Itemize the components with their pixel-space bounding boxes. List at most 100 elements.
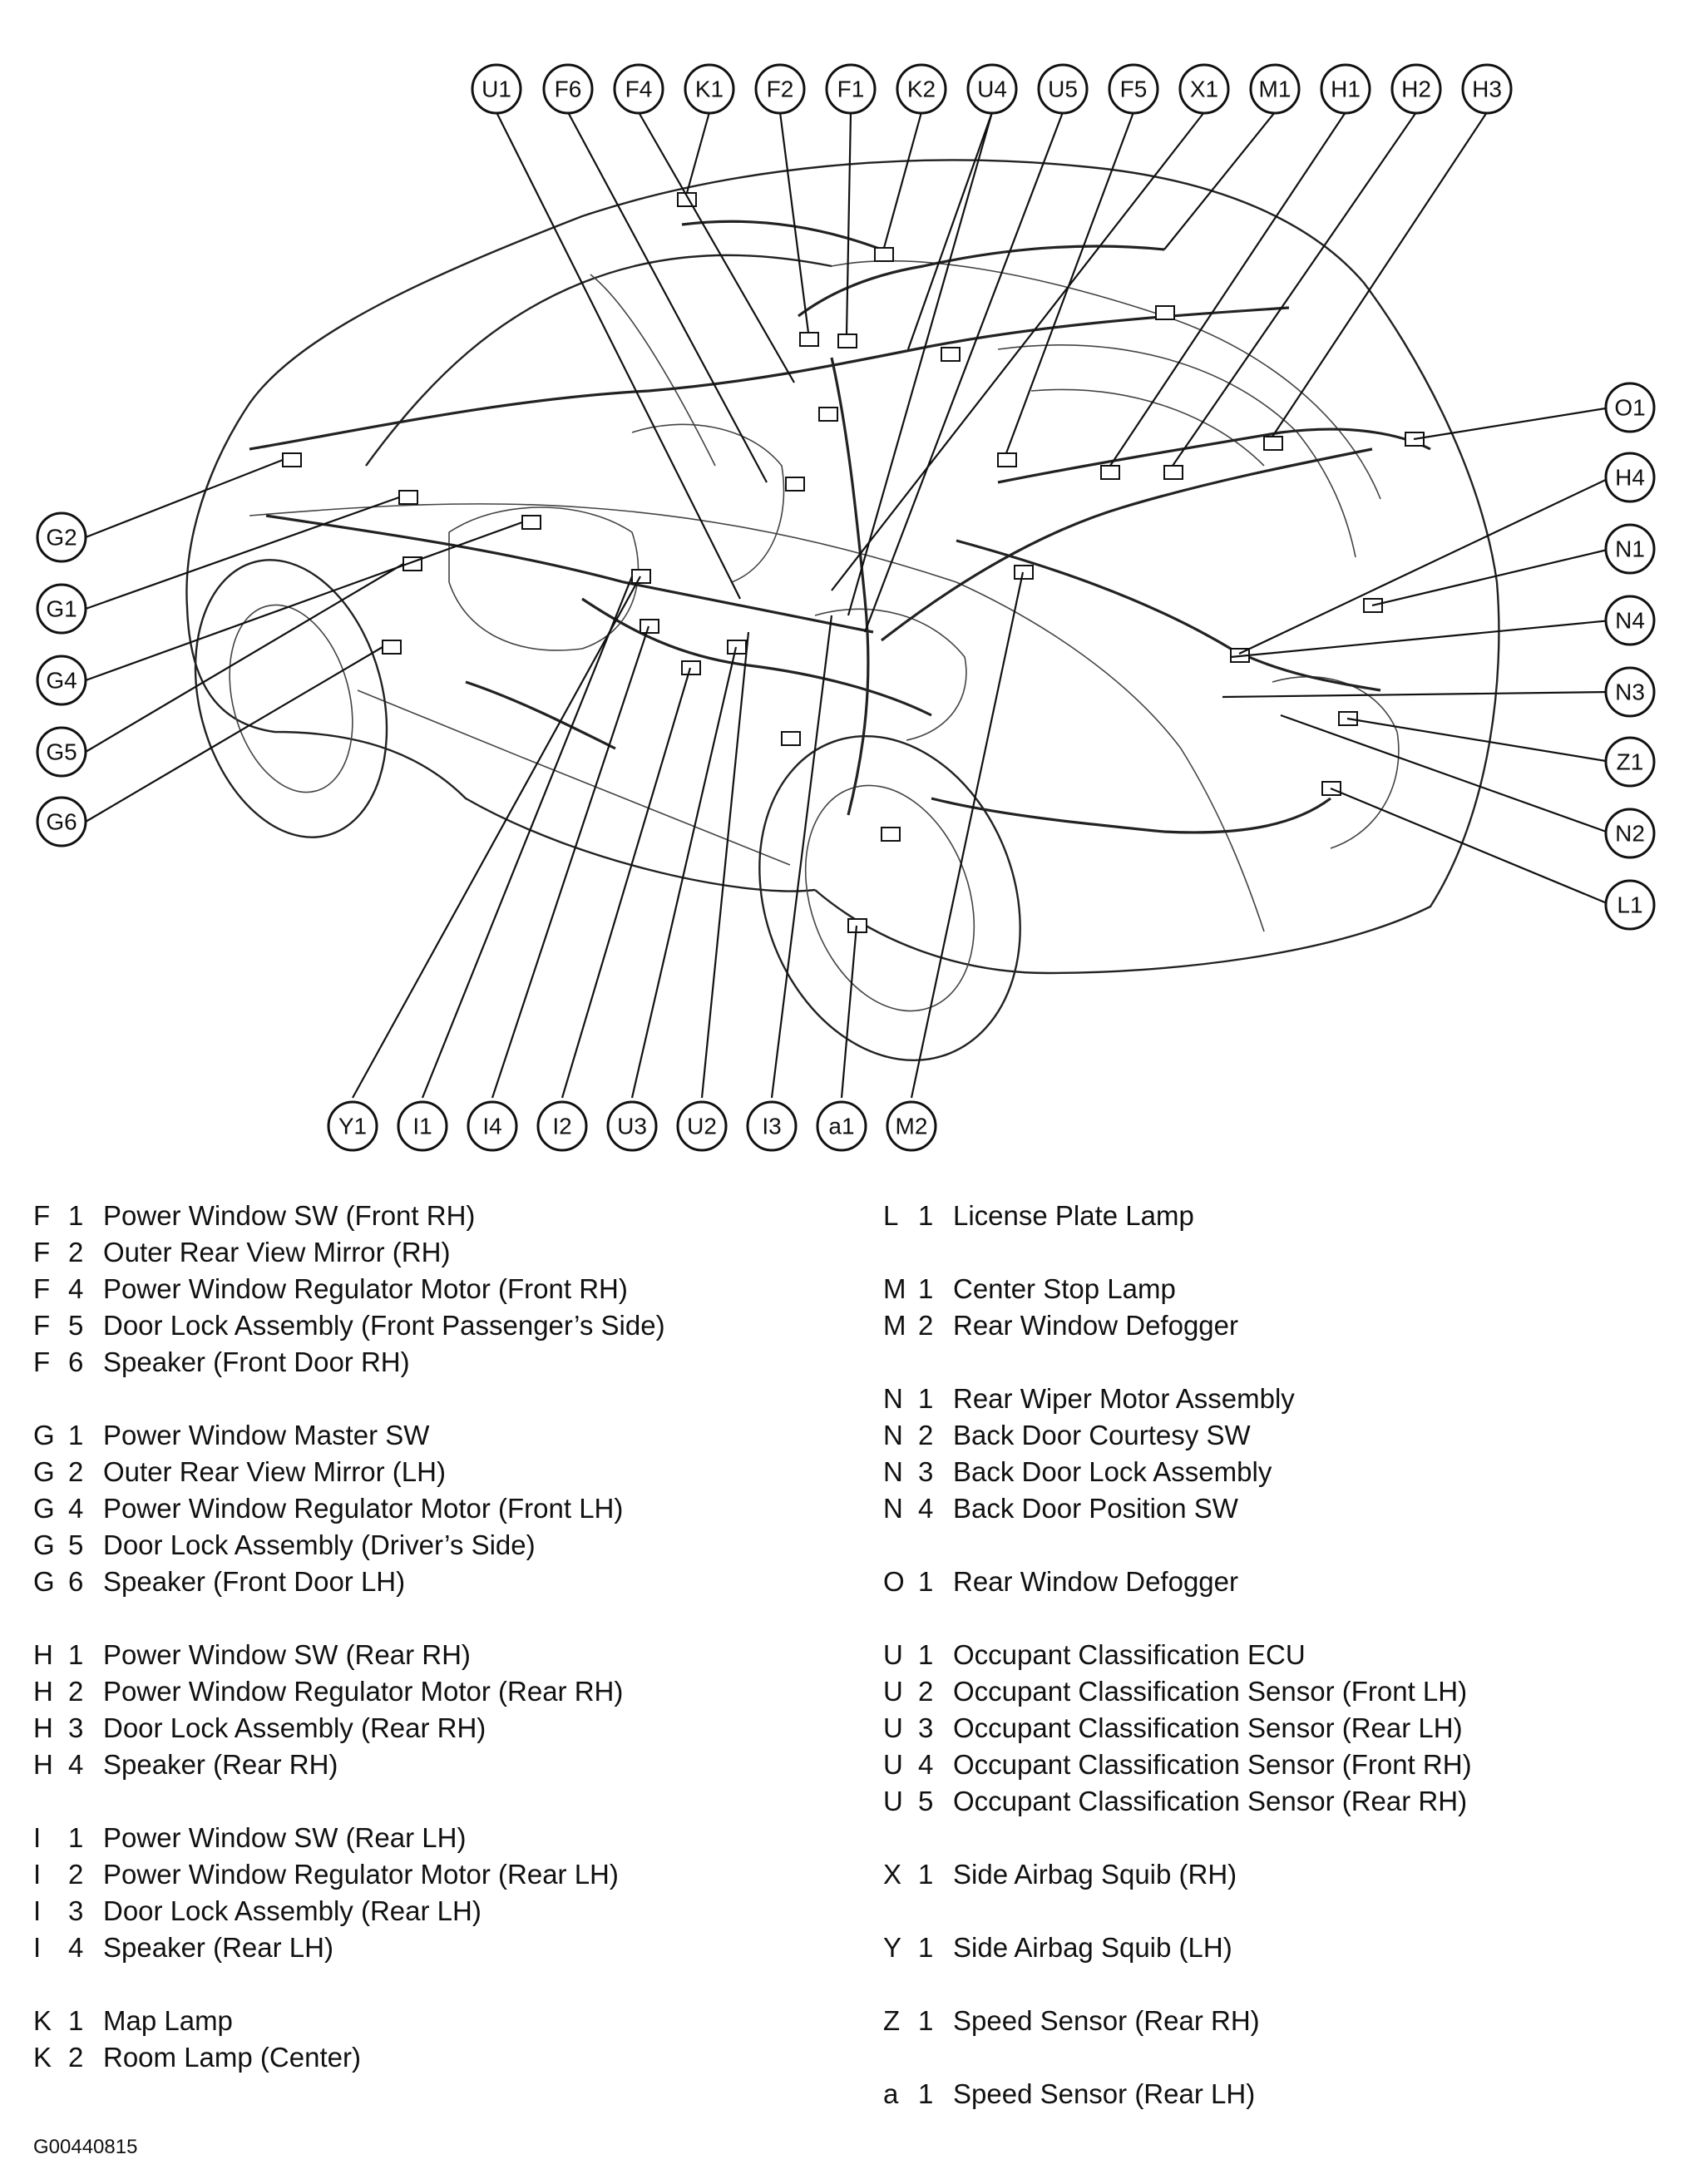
callout-f1: F1 xyxy=(825,63,877,115)
legend-item-description: Power Window Regulator Motor (Front LH) xyxy=(103,1493,624,1524)
callout-u2: U2 xyxy=(676,1100,728,1152)
callout-u1: U1 xyxy=(471,63,522,115)
callout-label: G5 xyxy=(46,739,77,765)
legend-item-letter: F xyxy=(33,1200,51,1231)
vehicle-body-outline xyxy=(185,159,1500,1062)
legend-item-letter: F xyxy=(33,1273,51,1304)
callouts-left: G2 G1 G4 G5 G6 xyxy=(36,511,87,847)
callout-n3: N3 xyxy=(1604,666,1656,718)
legend-item-letter: F xyxy=(33,1346,51,1377)
callout-i3: I3 xyxy=(746,1100,798,1152)
callout-a1: a1 xyxy=(816,1100,867,1152)
callouts-top: U1 F6 F4 K1 F2 F1 K2 U4 U5 F5 X1 M1 H1 H… xyxy=(471,63,1513,115)
legend-group-spacer xyxy=(883,1600,1472,1637)
callout-label: U4 xyxy=(977,77,1007,102)
legend-item-letter: a xyxy=(883,2078,899,2109)
legend-item-number: 4 xyxy=(68,1493,84,1524)
callout-label: U1 xyxy=(482,77,511,102)
legend-item-number: 1 xyxy=(68,1822,84,1853)
callout-f6: F6 xyxy=(542,63,594,115)
callout-label: U3 xyxy=(617,1114,647,1139)
callout-label: U2 xyxy=(687,1114,717,1139)
legend-item-letter: I xyxy=(33,1932,42,1963)
legend-item-description: Map Lamp xyxy=(103,2005,233,2036)
legend-item-letter: G xyxy=(33,1456,55,1487)
legend-item-description: Occupant Classification Sensor (Front LH… xyxy=(953,1676,1468,1707)
legend-group-spacer xyxy=(883,1527,1472,1564)
legend-item-letter: H xyxy=(33,1712,53,1743)
legend-item-letter: Z xyxy=(883,2005,901,2036)
callout-o1: O1 xyxy=(1604,382,1656,433)
callout-label: M1 xyxy=(1259,77,1291,102)
legend-item-letter: Y xyxy=(883,1932,902,1963)
legend-item-number: 4 xyxy=(918,1749,934,1780)
legend-item-number: 1 xyxy=(918,1566,934,1597)
legend-item-description: Rear Window Defogger xyxy=(953,1566,1238,1597)
callout-label: N3 xyxy=(1615,679,1645,705)
callout-label: K2 xyxy=(907,77,936,102)
legend-item-description: Occupant Classification Sensor (Rear LH) xyxy=(953,1712,1463,1743)
callout-g2: G2 xyxy=(36,511,87,563)
legend-item-description: Back Door Lock Assembly xyxy=(953,1456,1272,1487)
legend-group-spacer xyxy=(33,1600,665,1637)
legend-item-number: 3 xyxy=(68,1712,84,1743)
legend-item-letter: G xyxy=(33,1420,55,1450)
legend-item-description: Power Window Regulator Motor (Front RH) xyxy=(103,1273,628,1304)
legend-item-number: 5 xyxy=(68,1310,84,1341)
legend-item-description: Occupant Classification Sensor (Front RH… xyxy=(953,1749,1472,1780)
legend-item-number: 2 xyxy=(918,1676,934,1707)
legend-item-description: Speed Sensor (Rear RH) xyxy=(953,2005,1260,2036)
callout-z1: Z1 xyxy=(1604,736,1656,788)
legend-item-number: 1 xyxy=(918,1200,934,1231)
legend-item-description: Power Window SW (Rear RH) xyxy=(103,1639,471,1670)
callout-label: Y1 xyxy=(338,1114,367,1139)
legend-item-number: 1 xyxy=(68,1420,84,1450)
legend-group-spacer xyxy=(883,1344,1472,1381)
legend-item-description: Speaker (Rear RH) xyxy=(103,1749,338,1780)
legend-item-letter: U xyxy=(883,1749,903,1780)
callout-k1: K1 xyxy=(684,63,735,115)
legend-item-number: 1 xyxy=(918,2005,934,2036)
callout-u5: U5 xyxy=(1037,63,1089,115)
legend-item-letter: I xyxy=(33,1895,42,1926)
callout-label: H1 xyxy=(1331,77,1361,102)
legend-item-number: 1 xyxy=(918,1639,934,1670)
legend-item-number: 5 xyxy=(68,1529,84,1560)
legend-group-spacer xyxy=(883,1820,1472,1856)
legend-item-description: Side Airbag Squib (RH) xyxy=(953,1859,1237,1890)
legend-item-letter: H xyxy=(33,1676,53,1707)
legend-item-letter: K xyxy=(33,2042,52,2073)
legend-group-spacer xyxy=(883,1234,1472,1271)
legend-item-letter: F xyxy=(33,1310,51,1341)
legend-item-description: Speaker (Front Door RH) xyxy=(103,1346,410,1377)
wiring-harness xyxy=(249,220,1431,834)
callout-y1: Y1 xyxy=(327,1100,378,1152)
legend-item-number: 1 xyxy=(918,1859,934,1890)
legend-item-number: 4 xyxy=(918,1493,934,1524)
legend-item-description: Occupant Classification Sensor (Rear RH) xyxy=(953,1786,1468,1816)
legend-item-number: 3 xyxy=(918,1456,934,1487)
legend-item-letter: H xyxy=(33,1639,53,1670)
legend-group-spacer xyxy=(33,1783,665,1820)
callout-label: O1 xyxy=(1614,395,1645,421)
legend-item-number: 2 xyxy=(68,1456,84,1487)
legend-item-description: Rear Wiper Motor Assembly xyxy=(953,1383,1295,1414)
legend-item-number: 5 xyxy=(918,1786,934,1816)
legend-item-number: 2 xyxy=(918,1310,934,1341)
legend-item-description: Outer Rear View Mirror (LH) xyxy=(103,1456,446,1487)
callout-label: F1 xyxy=(837,77,865,102)
legend-item-description: Power Window SW (Rear LH) xyxy=(103,1822,467,1853)
callout-label: F4 xyxy=(625,77,653,102)
callout-n1: N1 xyxy=(1604,523,1656,575)
